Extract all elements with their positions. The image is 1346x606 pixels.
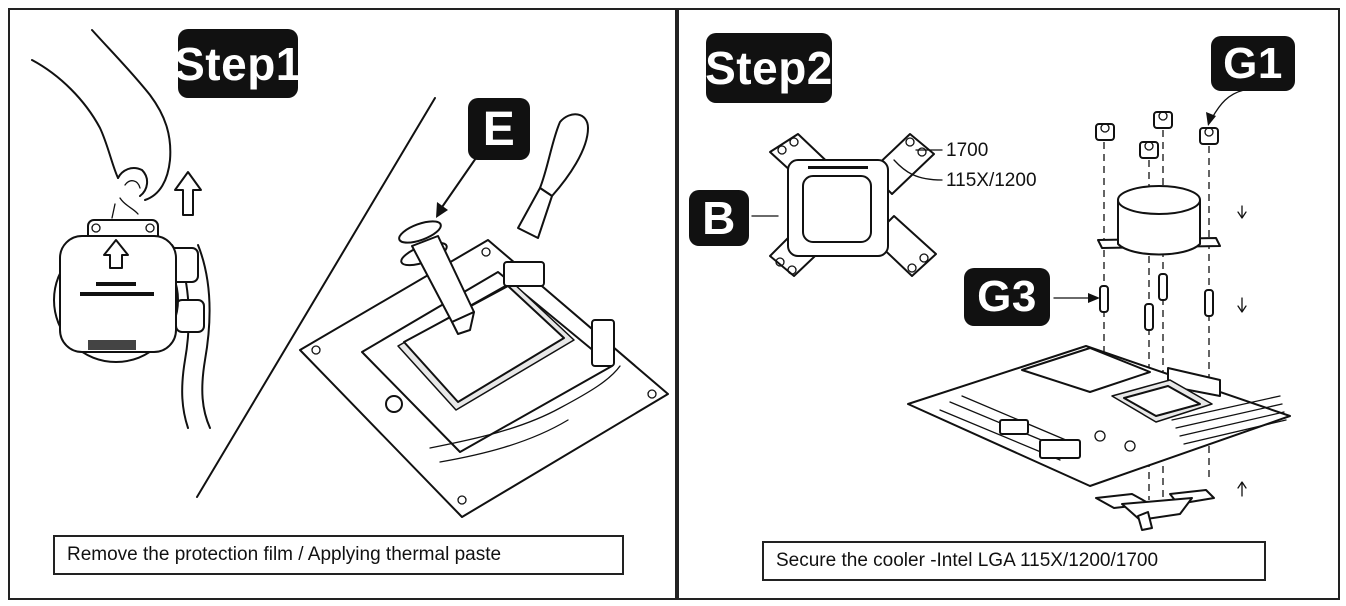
standoffs-illustration <box>1099 273 1214 331</box>
step2-caption: Secure the cooler -Intel LGA 115X/1200/1… <box>762 541 1266 581</box>
bracket-label-1700: 1700 <box>946 140 989 161</box>
motherboard-plate-illustration <box>299 239 669 518</box>
direction-arrows <box>1237 205 1247 497</box>
backplate-under-board-illustration <box>1095 489 1215 531</box>
step1-caption: Remove the protection film / Applying th… <box>53 535 624 575</box>
part-e-badge: E <box>468 98 530 160</box>
pump-head-illustration <box>1097 185 1221 256</box>
pump-head-illustration <box>53 219 179 363</box>
divider-line <box>196 97 436 498</box>
hand-illustration <box>31 29 172 219</box>
part-b-badge: B <box>689 190 749 246</box>
spatula-illustration <box>517 113 589 239</box>
step2-badge: Step2 <box>705 33 832 103</box>
up-arrow-small-icon <box>103 239 129 269</box>
bracket-label-115x: 115X/1200 <box>946 170 1037 191</box>
thermal-paste-syringe-illustration <box>398 220 475 335</box>
g1-pointer-line <box>1211 89 1245 119</box>
e-pointer-arrow <box>439 157 477 211</box>
part-g3-badge: G3 <box>964 268 1050 326</box>
backplate-bracket-illustration <box>751 133 943 277</box>
up-arrow-icon <box>174 171 202 216</box>
motherboard-illustration <box>907 345 1291 487</box>
step1-badge: Step1 <box>174 29 301 98</box>
nuts-illustration <box>1095 111 1219 159</box>
part-g1-badge: G1 <box>1211 36 1295 91</box>
